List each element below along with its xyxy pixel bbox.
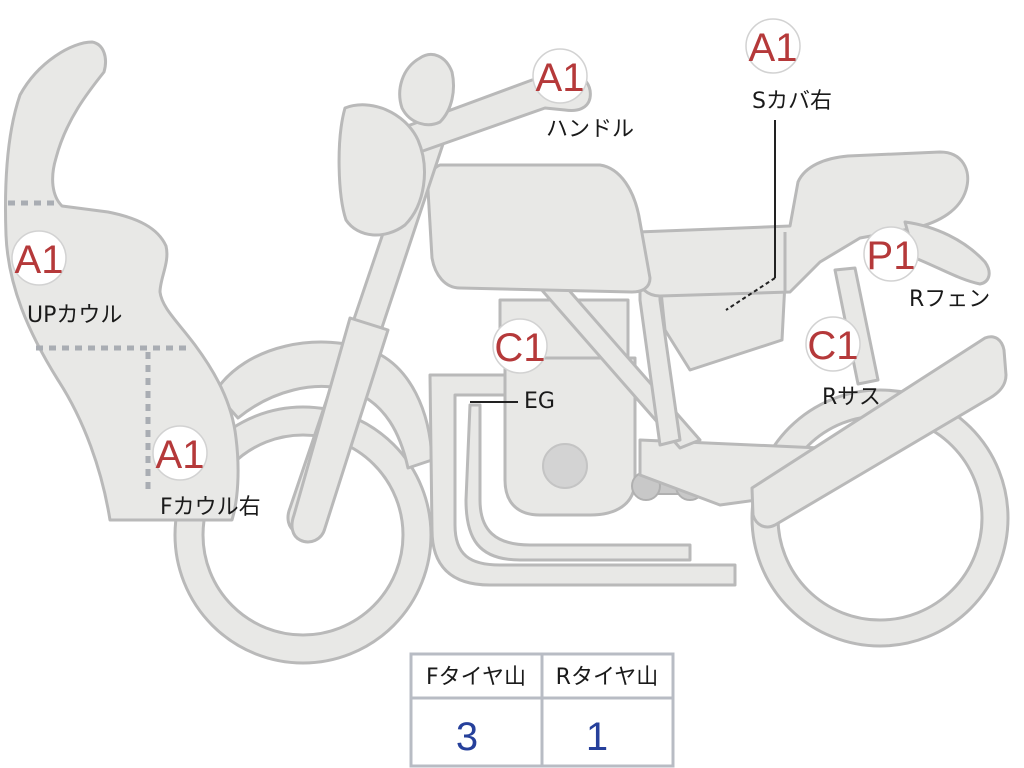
marker-fcowl[interactable]: A1 Fカウル右: [152, 425, 261, 520]
label-fcowl: Fカウル右: [160, 495, 261, 520]
rear-fender: [903, 220, 991, 286]
grade-engine: C1: [494, 326, 545, 370]
mirror: [398, 53, 455, 127]
table-value-rear-cell: [540, 696, 675, 768]
grade-scover: A1: [749, 26, 798, 70]
table-header-rear-cell: [540, 652, 675, 700]
fuel-tank: [426, 163, 652, 294]
label-upcowl: UPカウル: [27, 303, 122, 328]
seat: [636, 150, 970, 298]
exhaust-pipe: [428, 373, 737, 587]
scover-leader-dash: [725, 277, 776, 311]
grade-rfender: P1: [867, 234, 916, 278]
frame-lower: [464, 403, 692, 562]
label-rsus: Rサス: [822, 385, 881, 410]
label-scover: Sカバ右: [752, 89, 832, 114]
front-cowl: [4, 40, 240, 522]
marker-rfender[interactable]: P1 Rフェン: [863, 226, 990, 312]
tire-tread-table: Fタイヤ山 Rタイヤ山 3 1: [409, 652, 675, 768]
label-rfender: Rフェン: [909, 287, 990, 312]
grade-rsus: C1: [807, 324, 858, 368]
rear-tire-header: Rタイヤ山: [556, 665, 659, 690]
marker-scover[interactable]: A1 Sカバ右: [745, 18, 832, 114]
grade-fcowl: A1: [156, 433, 205, 477]
label-handle: ハンドル: [546, 117, 634, 142]
muffler: [750, 335, 1008, 529]
headlight: [337, 103, 426, 237]
marker-rsus[interactable]: C1 Rサス: [805, 316, 881, 410]
grade-upcowl: A1: [15, 238, 64, 282]
marker-handle[interactable]: A1 ハンドル: [532, 48, 634, 142]
rear-tire-value: 1: [586, 715, 608, 759]
table-value-front-cell: [409, 696, 544, 768]
marker-engine[interactable]: C1 EG: [492, 318, 555, 414]
marker-upcowl[interactable]: A1 UPカウル: [11, 230, 122, 328]
front-tire-value: 3: [456, 715, 478, 759]
grade-handle: A1: [536, 56, 585, 100]
front-tire-header: Fタイヤ山: [426, 665, 526, 690]
label-engine: EG: [524, 389, 555, 414]
fork-slider: [290, 316, 390, 544]
